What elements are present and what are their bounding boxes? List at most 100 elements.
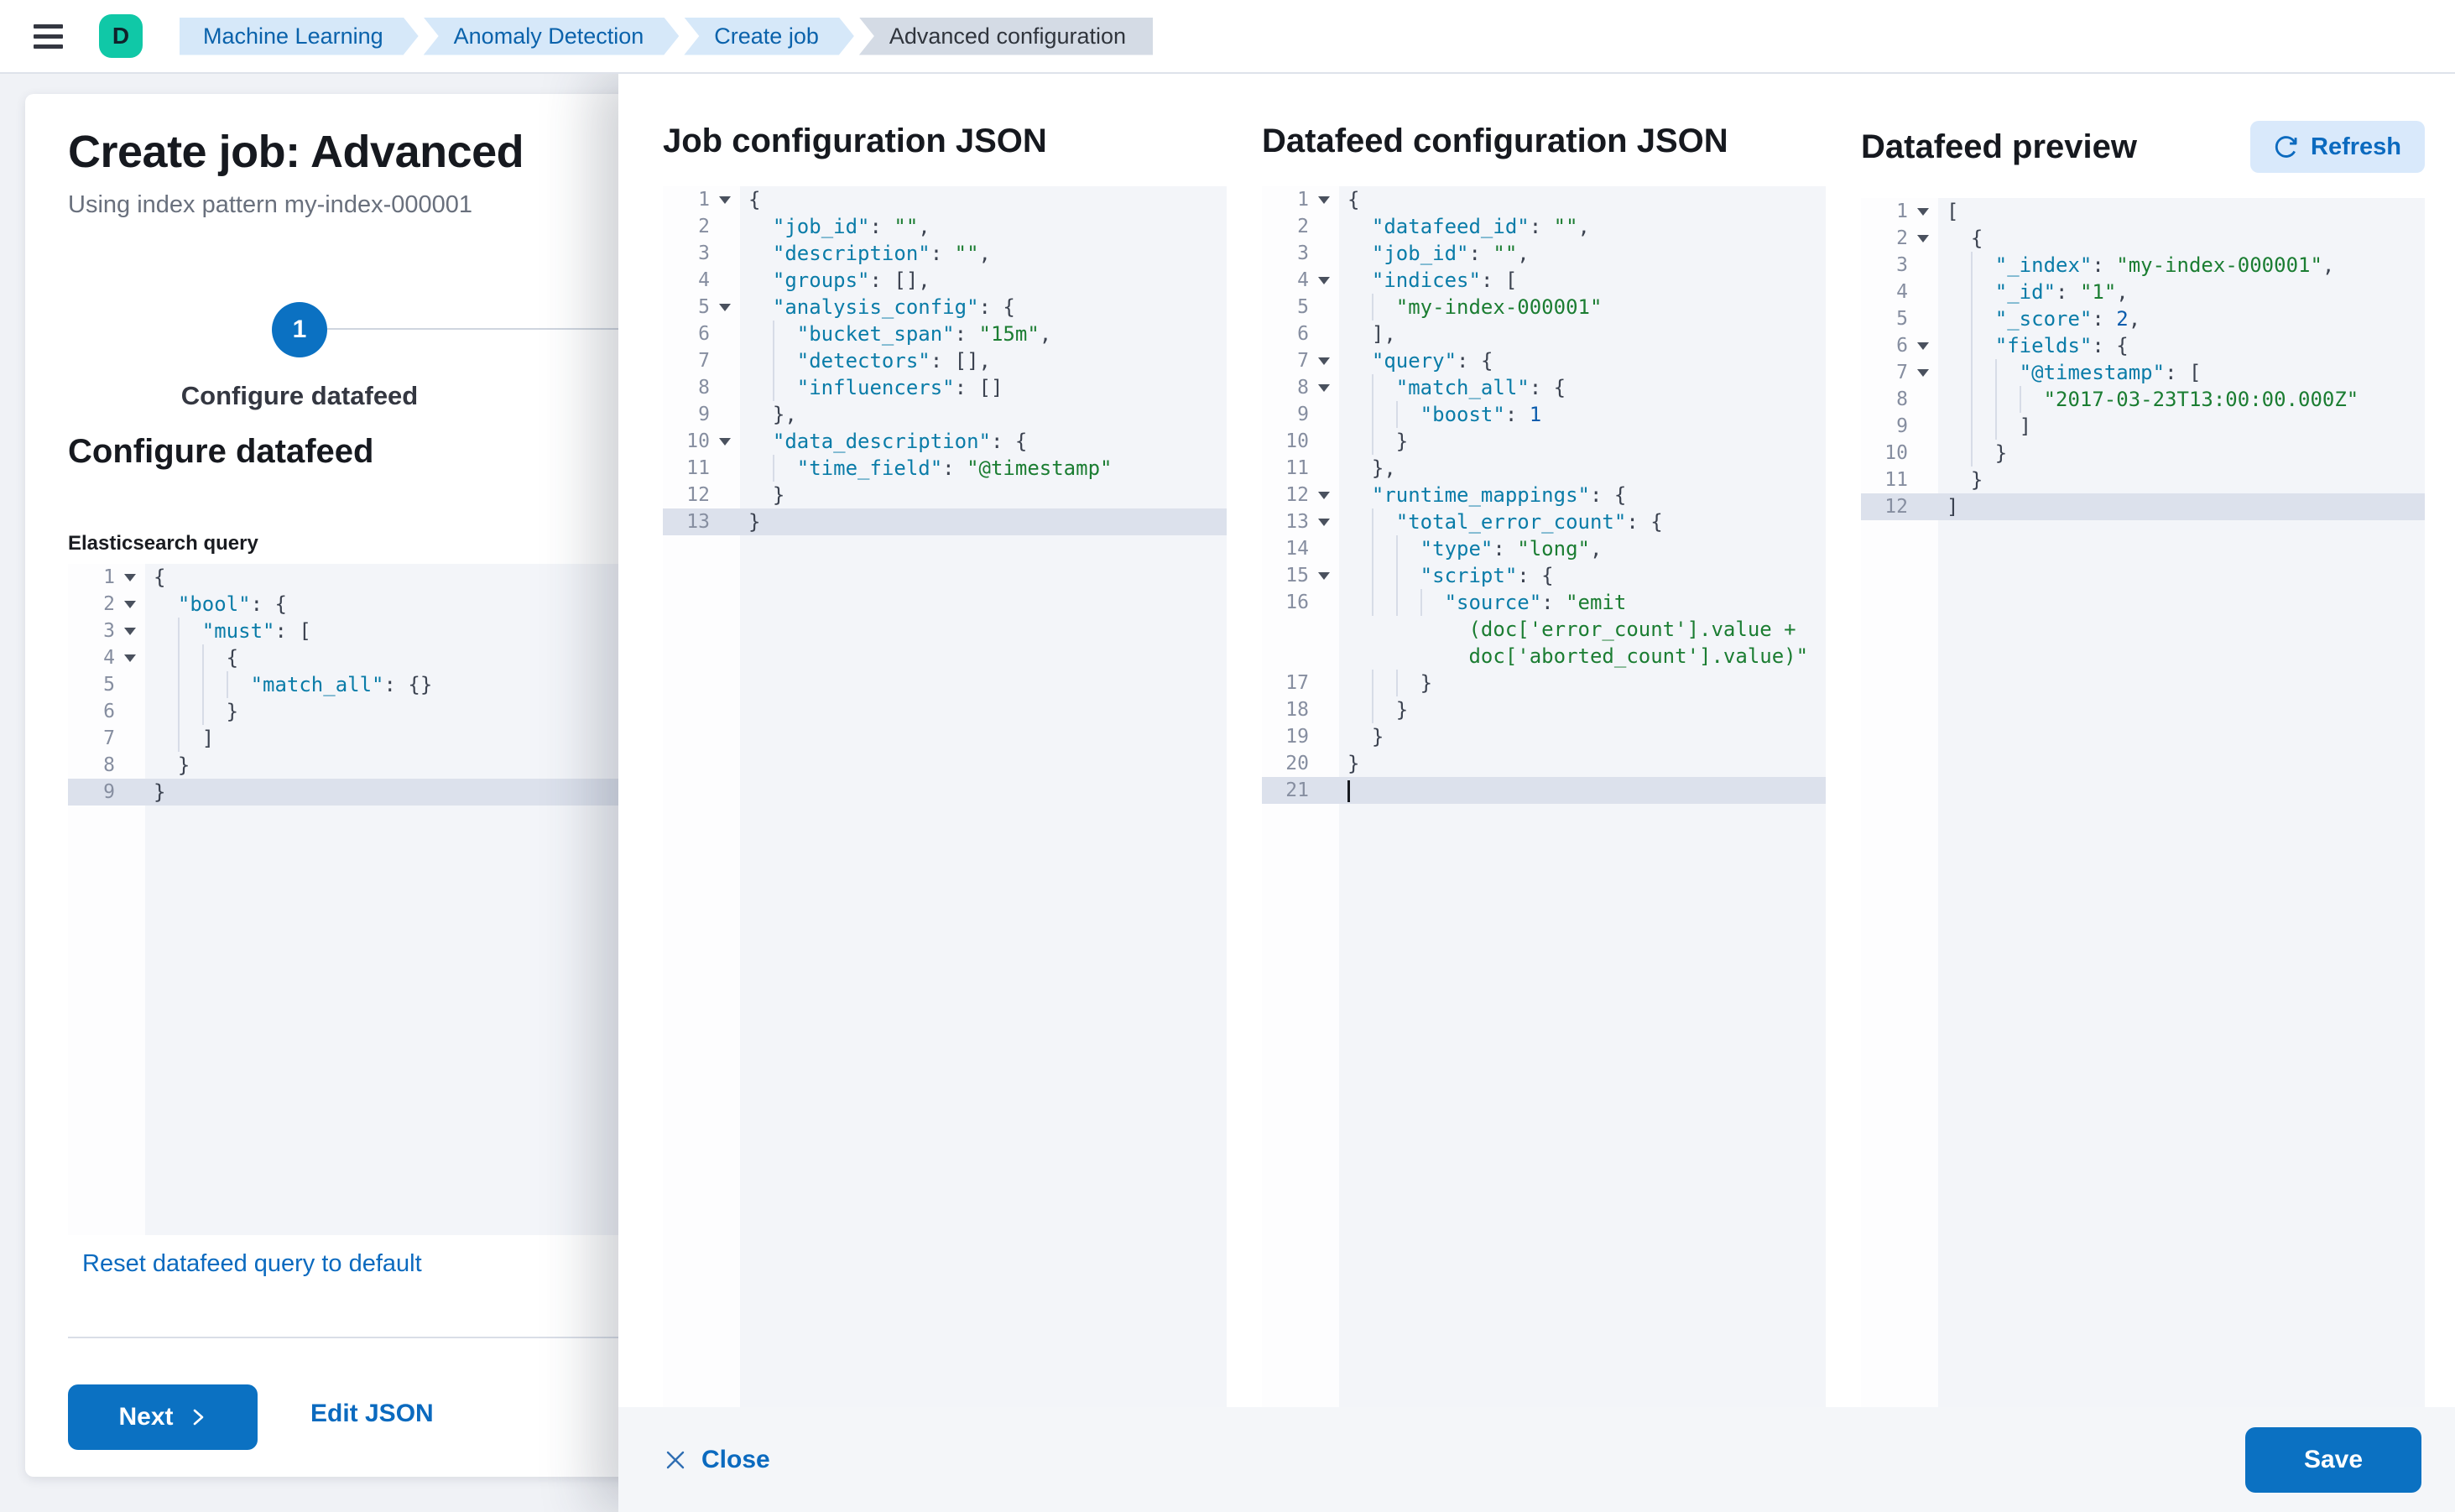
code-line: 9]: [1896, 413, 2032, 440]
code-line: 14"type": "long",: [1285, 535, 1603, 562]
step-indicator[interactable]: 1: [272, 302, 327, 357]
code-line: 17}: [1285, 670, 1433, 696]
fold-arrow-icon[interactable]: [1318, 196, 1330, 210]
close-button[interactable]: Close: [663, 1446, 770, 1474]
code-line: 6}: [103, 698, 239, 725]
code-line: 1{: [103, 566, 166, 589]
fold-arrow-icon[interactable]: [719, 196, 731, 210]
code-line: 8"influencers": []: [698, 374, 1003, 401]
close-icon: [666, 1451, 685, 1468]
code-line: 3"job_id": "",: [1297, 242, 1530, 265]
breadcrumb-create-job[interactable]: Create job: [684, 18, 854, 55]
edit-json-link[interactable]: Edit JSON: [310, 1400, 434, 1427]
datafeed-preview-editor[interactable]: 1[2{3"_index": "my-index-000001",4"_id":…: [1861, 198, 2425, 1407]
elasticsearch-query-editor[interactable]: 1{ 2"bool": {3"must": [4{5"match_all": {}…: [68, 564, 672, 1235]
datafeed-preview-column: Datafeed preview Refresh 1[ 2{3"_index": …: [1861, 121, 2425, 1407]
code-line: 11"time_field": "@timestamp": [686, 455, 1113, 482]
code-line: 2"bool": {: [103, 592, 287, 616]
breadcrumb: Machine Learning Anomaly Detection Creat…: [180, 17, 1154, 55]
datafeed-config-editor[interactable]: 1{ 2"datafeed_id": "", 3"job_id": "", 4"ind…: [1262, 186, 1826, 1407]
code-line: 2"datafeed_id": "",: [1297, 215, 1590, 238]
code-line: 3"_index": "my-index-000001",: [1896, 252, 2335, 279]
code-line: 4"indices": [: [1297, 269, 1518, 292]
fold-arrow-icon[interactable]: [1917, 235, 1929, 248]
code-line: 9"boost": 1: [1297, 401, 1542, 428]
code-line: 1{: [698, 188, 761, 211]
code-line: 6],: [1297, 322, 1396, 346]
code-line: 8"match_all": {: [1297, 374, 1566, 401]
fold-arrow-icon[interactable]: [719, 438, 731, 451]
fold-arrow-icon[interactable]: [124, 628, 136, 641]
menu-button[interactable]: [34, 18, 70, 55]
job-config-column: Job configuration JSON 1{2"job_id": "",3…: [663, 121, 1227, 1407]
code-line: (doc['error_count'].value +: [1468, 618, 1796, 641]
text-cursor: [1347, 780, 1350, 802]
fold-arrow-icon[interactable]: [1318, 492, 1330, 505]
code-line: 1[: [1896, 200, 1959, 223]
fold-arrow-icon[interactable]: [1318, 572, 1330, 586]
fold-arrow-icon[interactable]: [1917, 208, 1929, 222]
code-line: 9},: [698, 403, 797, 426]
code-line: 20}: [1285, 752, 1360, 775]
code-line: 12"runtime_mappings": {: [1285, 483, 1627, 507]
job-config-editor[interactable]: 1{2"job_id": "",3"description": "",4"gro…: [663, 186, 1227, 1407]
reset-datafeed-query-link[interactable]: Reset datafeed query to default: [82, 1250, 422, 1277]
code-line: 7]: [103, 725, 215, 752]
code-line: 10}: [1884, 440, 2008, 467]
datafeed-preview-title: Datafeed preview: [1861, 128, 2138, 165]
breadcrumb-anomaly-detection[interactable]: Anomaly Detection: [424, 18, 680, 55]
fold-arrow-icon[interactable]: [1318, 384, 1330, 398]
code-line: 5"analysis_config": {: [698, 295, 1015, 319]
fold-arrow-icon[interactable]: [124, 574, 136, 587]
step-progress-line: [327, 328, 688, 330]
fold-arrow-icon[interactable]: [124, 601, 136, 614]
fold-arrow-icon[interactable]: [1917, 342, 1929, 356]
fold-arrow-icon[interactable]: [1318, 357, 1330, 371]
code-line: 5"match_all": {}: [103, 671, 433, 698]
code-line: 9}: [68, 779, 672, 806]
divider: [68, 1337, 688, 1338]
next-button[interactable]: Next: [68, 1384, 258, 1450]
code-line: 13}: [663, 508, 1227, 535]
code-line: 10"data_description": {: [686, 430, 1028, 453]
code-line: 1{: [1297, 188, 1360, 211]
step-label: Configure datafeed: [180, 381, 419, 410]
fold-arrow-icon[interactable]: [719, 304, 731, 317]
fold-arrow-icon[interactable]: [124, 654, 136, 668]
code-line: 6"fields": {: [1896, 332, 2129, 359]
code-line: 5"my-index-000001": [1297, 294, 1603, 321]
edit-json-flyout: Job configuration JSON 1{2"job_id": "",3…: [618, 74, 2455, 1512]
next-button-label: Next: [118, 1403, 174, 1431]
fold-arrow-icon[interactable]: [1318, 519, 1330, 532]
code-line: 21: [1262, 777, 1826, 804]
code-line: 15"script": {: [1285, 562, 1554, 589]
fold-arrow-icon[interactable]: [1318, 277, 1330, 290]
top-bar: D Machine Learning Anomaly Detection Cre…: [0, 0, 2455, 74]
code-line: 5"_score": 2,: [1896, 305, 2141, 332]
code-line: 4"groups": [],: [698, 269, 930, 292]
refresh-button-label: Refresh: [2311, 133, 2401, 160]
code-line: 18}: [1285, 696, 1409, 723]
code-line: doc['aborted_count'].value)": [1468, 644, 1809, 668]
code-line: 2{: [1896, 227, 1983, 250]
code-line: 7"query": {: [1297, 349, 1493, 373]
code-line: 7"detectors": [],: [698, 347, 991, 374]
refresh-button[interactable]: Refresh: [2250, 121, 2425, 173]
code-line: 4{: [103, 644, 239, 671]
flyout-footer: Close Save: [618, 1407, 2455, 1512]
fold-arrow-icon[interactable]: [1917, 369, 1929, 383]
code-line: 2"job_id": "",: [698, 215, 930, 238]
section-title: Configure datafeed: [68, 433, 374, 470]
code-line: 8"2017-03-23T13:00:00.000Z": [1896, 386, 2359, 413]
avatar[interactable]: D: [99, 14, 143, 58]
code-line: 11},: [1285, 456, 1396, 480]
code-line: 12}: [686, 483, 785, 507]
close-button-label: Close: [701, 1445, 770, 1473]
page-title: Create job: Advanced: [68, 127, 524, 177]
refresh-icon: [2275, 136, 2297, 158]
code-line: 3"must": [: [103, 618, 311, 644]
save-button[interactable]: Save: [2245, 1426, 2421, 1493]
breadcrumb-machine-learning[interactable]: Machine Learning: [180, 18, 419, 55]
code-line: 16"source": "emit: [1285, 589, 1627, 616]
